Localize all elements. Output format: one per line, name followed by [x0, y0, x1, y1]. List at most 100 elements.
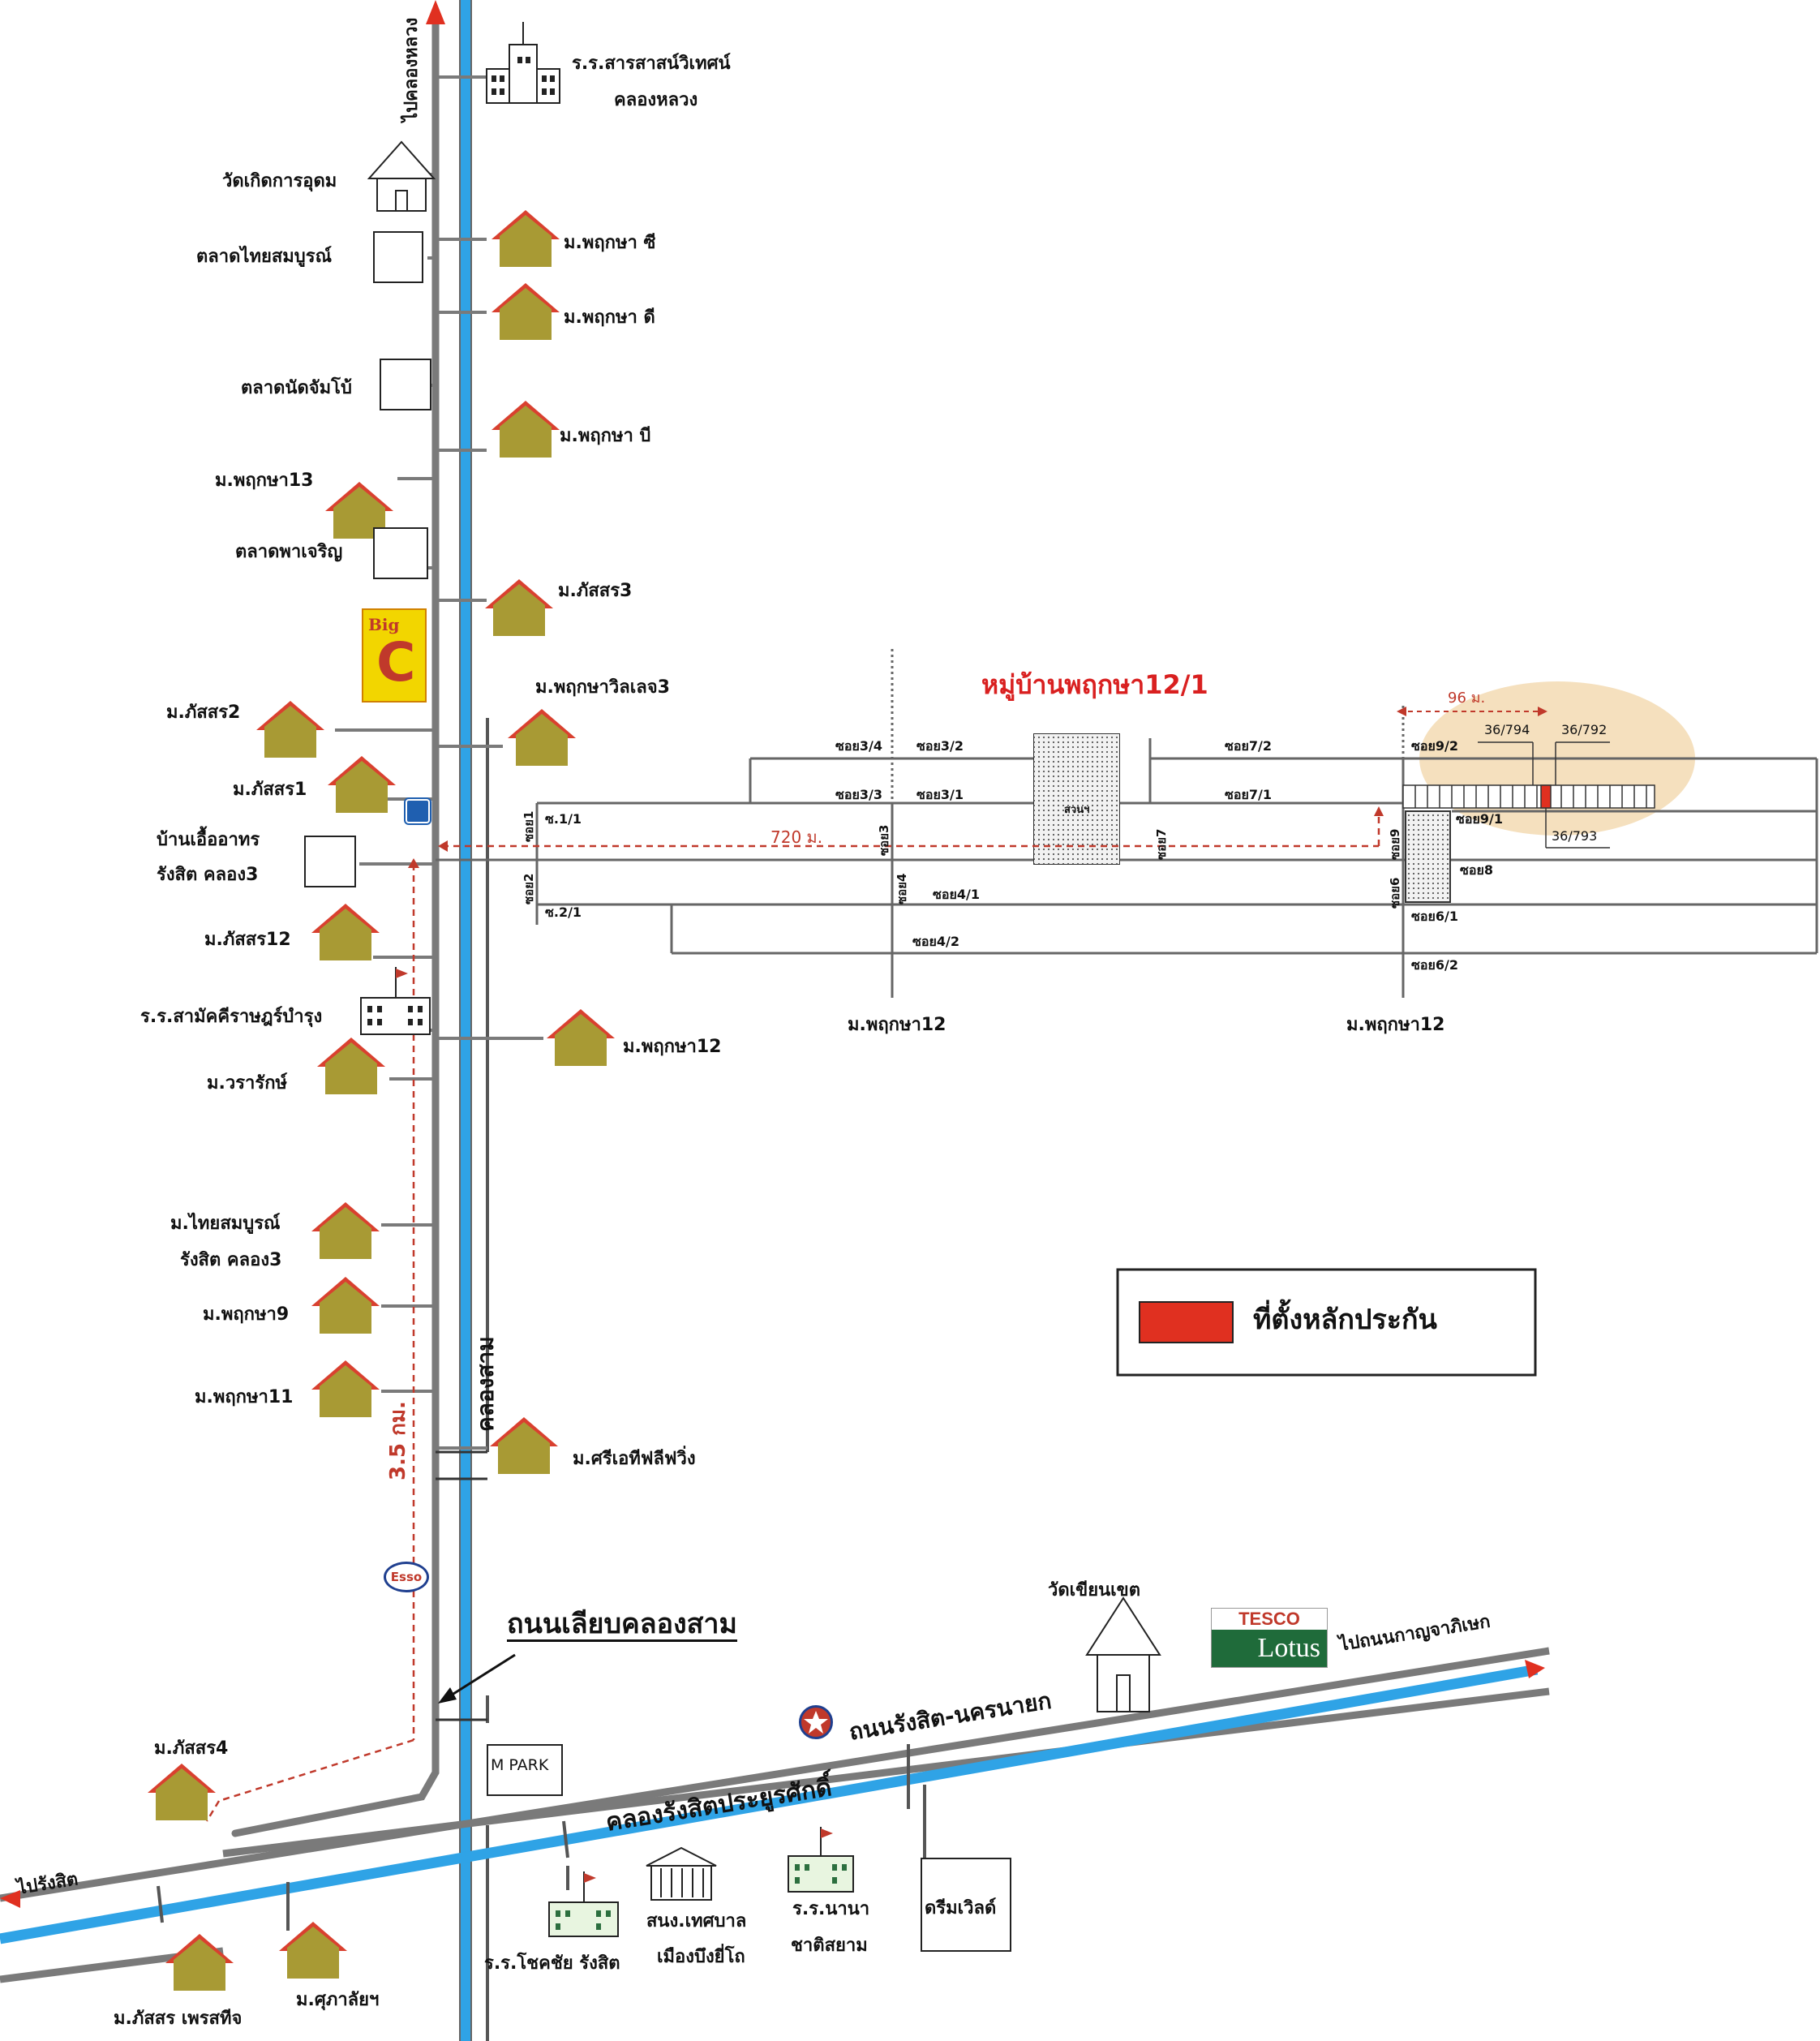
soi-3-4: ซอย3/4	[835, 738, 882, 754]
label-pruksa-c: ม.พฤกษา ซี	[564, 233, 656, 253]
label-school-nana: ร.ร.นานา	[792, 1899, 870, 1919]
label-phatsorn1: ม.ภัสสร1	[233, 780, 307, 800]
soi-4-1: ซอย4/1	[933, 887, 980, 902]
soi-vertical-2: ซอย2	[522, 873, 536, 904]
market-marker	[380, 359, 431, 410]
label-park: สวนฯ	[1064, 804, 1090, 816]
house-icon	[480, 576, 558, 638]
house-icon	[320, 479, 398, 540]
liap-khlong-sam-road	[231, 12, 440, 1837]
soi-7-2: ซอย7/2	[1225, 738, 1272, 754]
house-icon	[487, 397, 564, 459]
house-icon	[143, 1760, 221, 1822]
tesco-lotus-logo: TESCO Lotus	[1211, 1608, 1328, 1668]
label-school-saras: ร.ร.สารสาสน์วิเทศน์	[572, 54, 731, 74]
label-pruksa11: ม.พฤกษา11	[195, 1387, 294, 1407]
house-icon	[307, 900, 384, 962]
label-sanong-2: เมืองบึงยี่โถ	[657, 1947, 745, 1967]
government-icon	[645, 1845, 718, 1902]
caltex-icon	[799, 1705, 833, 1739]
label-phatsorn-phet: ม.ภัสสร เพรสทีจ	[114, 2009, 243, 2029]
soi-7-1: ซอย7/1	[1225, 787, 1272, 802]
label-sri-et: ม.ศรีเอทีฟลีฟวิ่ง	[573, 1449, 696, 1469]
label-school-saras-2: คลองหลวง	[614, 90, 698, 110]
house-icon	[307, 1199, 384, 1261]
legend-swatch	[1139, 1301, 1234, 1343]
soi-vertical-7: ซอย7	[1154, 828, 1169, 860]
khlong-rangsit-canal	[0, 1664, 1539, 1944]
soi-6-2: ซอย6/2	[1411, 957, 1458, 973]
house-icon	[487, 280, 564, 342]
soi-s1-1: ซ.1/1	[545, 811, 582, 827]
label-sanong: สนง.เทศบาล	[646, 1911, 747, 1931]
label-wat-khian: วัดเขียนเขต	[1048, 1580, 1140, 1601]
soi-vertical-9: ซอย9	[1388, 828, 1402, 860]
house-icon	[307, 1274, 384, 1335]
market-marker	[921, 1858, 1011, 1952]
bigc-logo: Big C	[362, 608, 427, 703]
lotus-text: Lotus	[1212, 1630, 1327, 1667]
label-thai-somboon: ม.ไทยสมบูรณ์	[170, 1214, 281, 1234]
house-icon	[312, 1034, 390, 1096]
north-arrow	[426, 0, 445, 24]
soi-8: ซอย8	[1460, 862, 1493, 878]
label-school-nana-2: ชาติสยาม	[791, 1936, 868, 1956]
esso-logo: Esso	[384, 1562, 429, 1592]
soi-3-3: ซอย3/3	[835, 787, 882, 802]
label-phatsorn4: ม.ภัสสร4	[154, 1738, 229, 1759]
plot-row	[1402, 784, 1655, 809]
tesco-text: TESCO	[1212, 1609, 1327, 1630]
village-title: หมู่บ้านพฤกษา12/1	[981, 669, 1208, 700]
label-pruksa12-bottom-a: ม.พฤกษา12	[848, 1015, 946, 1035]
school-icon	[485, 20, 562, 105]
school-icon	[787, 1825, 856, 1894]
school-icon	[359, 965, 432, 1038]
soi-3-2: ซอย3/2	[916, 738, 964, 754]
house-icon	[542, 1006, 620, 1068]
distance-plot: 96 ม.	[1448, 690, 1486, 707]
mpark-marker	[487, 1744, 563, 1796]
house-icon	[503, 706, 581, 767]
bigc-letter: C	[376, 631, 416, 694]
soi-6-1: ซอย6/1	[1411, 909, 1458, 924]
label-talat-thai: ตลาดไทยสมบูรณ์	[196, 247, 332, 267]
collateral-plot	[1540, 784, 1552, 809]
house-icon	[251, 698, 329, 759]
label-to-khlong-luang: ไปคลองหลวง	[401, 17, 422, 122]
label-khlong-sam: คลองสาม	[472, 1336, 499, 1432]
label-phatsorn2: ม.ภัสสร2	[166, 703, 241, 723]
distance-village: 720 ม.	[770, 827, 823, 847]
soi-4-2: ซอย4/2	[912, 934, 959, 949]
label-thai-somboon-2: รังสิต คลอง3	[180, 1250, 282, 1270]
temple-icon	[1083, 1594, 1164, 1716]
label-pruksa12-bottom-b: ม.พฤกษา12	[1346, 1015, 1445, 1035]
distance-main: 3.5 กม.	[386, 1401, 410, 1480]
temple-icon	[365, 138, 438, 215]
soi-s2-1: ซ.2/1	[545, 904, 582, 920]
label-wat-koet: วัดเกิดการอุดม	[222, 171, 337, 191]
label-pruksa-b: ม.พฤกษา บี	[560, 426, 651, 446]
label-phatsorn12: ม.ภัสสร12	[204, 930, 291, 950]
house-icon	[323, 753, 401, 814]
label-pruksa9: ม.พฤกษา9	[203, 1304, 290, 1325]
soi-vertical-1: ซอย1	[522, 810, 536, 842]
label-talat-pa: ตลาดพาเจริญ	[235, 542, 343, 562]
soi-vertical-6: ซอย6	[1388, 877, 1402, 909]
label-liap-khlong-sam: ถนนเลียบคลองสาม	[507, 1608, 737, 1642]
soi-9-1: ซอย9/1	[1456, 811, 1503, 827]
market-marker	[373, 231, 423, 283]
plot-794: 36/794	[1484, 722, 1530, 737]
label-pruksa-village3: ม.พฤกษาวิลเลจ3	[535, 677, 670, 698]
house-icon	[274, 1919, 352, 1980]
label-pruksa12-left: ม.พฤกษา12	[623, 1037, 722, 1057]
label-supalai: ม.ศุภาลัยฯ	[296, 1990, 380, 2010]
plot-792: 36/792	[1561, 722, 1608, 737]
label-pruksa13: ม.พฤกษา13	[215, 471, 314, 491]
house-icon	[307, 1357, 384, 1419]
soi-vertical-4: ซอย4	[895, 873, 909, 904]
label-talat-jambo: ตลาดนัดจัมโบ้	[241, 378, 352, 398]
market-marker	[304, 836, 356, 887]
soi-9-2: ซอย9/2	[1411, 738, 1458, 754]
